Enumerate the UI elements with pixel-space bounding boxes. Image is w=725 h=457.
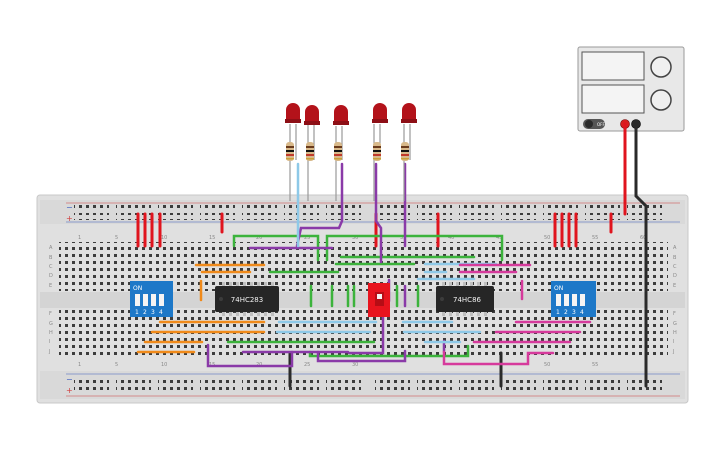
row-label: I bbox=[673, 339, 674, 345]
dip-position-label: 1 bbox=[556, 309, 560, 316]
purple-wires bbox=[206, 162, 446, 368]
column-number: 10 bbox=[161, 362, 167, 368]
resistor bbox=[286, 142, 294, 161]
row-label: H bbox=[49, 330, 53, 336]
dip-position-label: 4 bbox=[580, 309, 584, 316]
dip-position-label: 4 bbox=[159, 309, 163, 316]
row-label: G bbox=[673, 321, 677, 327]
row-label: J bbox=[48, 349, 50, 355]
dip-position-label: 3 bbox=[151, 309, 155, 316]
column-number: 55 bbox=[592, 362, 598, 368]
row-label: A bbox=[49, 245, 53, 251]
led[interactable] bbox=[401, 103, 417, 201]
power-off-label: OFF bbox=[597, 122, 605, 127]
row-label: C bbox=[49, 264, 53, 270]
column-number: 45 bbox=[496, 235, 502, 241]
row-label: B bbox=[49, 255, 53, 261]
row-label: D bbox=[49, 273, 53, 279]
column-number: 60 bbox=[640, 235, 646, 241]
resistor bbox=[334, 142, 342, 161]
bottom-rail-holes bbox=[74, 377, 662, 392]
row-label: D bbox=[673, 273, 677, 279]
column-number: 10 bbox=[161, 235, 167, 241]
column-number: 35 bbox=[400, 235, 406, 241]
ic-74hc86[interactable]: 74HC86 bbox=[436, 282, 494, 316]
column-number: 50 bbox=[544, 235, 550, 241]
row-label: F bbox=[673, 311, 676, 317]
column-number: 25 bbox=[304, 362, 310, 368]
row-label: I bbox=[49, 339, 50, 345]
column-number: 20 bbox=[256, 235, 262, 241]
row-label: C bbox=[673, 264, 677, 270]
column-number: 50 bbox=[544, 362, 550, 368]
orange-wires bbox=[136, 263, 266, 354]
resistor bbox=[306, 142, 314, 161]
current-knob[interactable] bbox=[650, 89, 672, 111]
dip-position-label: 1 bbox=[135, 309, 139, 316]
column-number: 30 bbox=[352, 362, 358, 368]
row-label: B bbox=[673, 255, 677, 261]
column-number: 25 bbox=[304, 235, 310, 241]
dip-position-label: 2 bbox=[143, 309, 147, 316]
led-array bbox=[285, 103, 417, 201]
row-label: F bbox=[49, 311, 52, 317]
column-numbers: 1 5 10 15 20 25 30 35 40 45 50 55 60 1 5… bbox=[78, 235, 646, 368]
rail-minus-bottom: − bbox=[66, 375, 73, 384]
column-number: 55 bbox=[592, 235, 598, 241]
row-label: E bbox=[49, 283, 52, 289]
voltage-knob[interactable] bbox=[650, 56, 672, 78]
column-number: 5 bbox=[115, 235, 118, 241]
row-label: G bbox=[49, 321, 53, 327]
black-wires bbox=[288, 122, 648, 388]
rail-plus-bottom: + bbox=[66, 386, 73, 395]
resistor bbox=[401, 142, 409, 161]
column-number: 30 bbox=[352, 235, 358, 241]
column-number: 1 bbox=[78, 362, 81, 368]
power-supply[interactable]: OFF bbox=[577, 46, 685, 132]
dip-position-label: 3 bbox=[572, 309, 576, 316]
dip-position-label: 2 bbox=[564, 309, 568, 316]
dip-switch-right[interactable]: ON 1 2 3 4 bbox=[551, 281, 596, 317]
dip-on-label: ON bbox=[133, 285, 142, 292]
led[interactable] bbox=[285, 103, 301, 201]
dip-switch-left[interactable]: ON 1 2 3 4 bbox=[130, 281, 173, 317]
column-number: 1 bbox=[78, 235, 81, 241]
resistor bbox=[373, 142, 381, 161]
row-label: E bbox=[673, 283, 676, 289]
column-number: 15 bbox=[209, 235, 215, 241]
rail-minus-top: − bbox=[66, 203, 73, 212]
red-wires bbox=[136, 122, 627, 248]
row-label: J bbox=[672, 349, 674, 355]
pink-wires bbox=[442, 263, 592, 366]
ic-74hc283[interactable]: 74HC283 bbox=[215, 282, 279, 316]
row-label: H bbox=[673, 330, 677, 336]
ic-left-label: 74HC283 bbox=[231, 296, 263, 304]
dip-on-label: ON bbox=[554, 285, 563, 292]
slide-switch[interactable] bbox=[368, 283, 390, 317]
ic-right-label: 74HC86 bbox=[453, 296, 482, 304]
column-number: 5 bbox=[115, 362, 118, 368]
column-number: 40 bbox=[448, 235, 454, 241]
top-rail-holes bbox=[74, 205, 662, 220]
green-wires bbox=[226, 234, 504, 358]
row-labels: A B C D E F G H I J A B C D E F G H I J bbox=[48, 245, 677, 355]
rail-plus-top: + bbox=[66, 214, 73, 223]
led[interactable] bbox=[372, 103, 388, 201]
row-label: A bbox=[673, 245, 677, 251]
